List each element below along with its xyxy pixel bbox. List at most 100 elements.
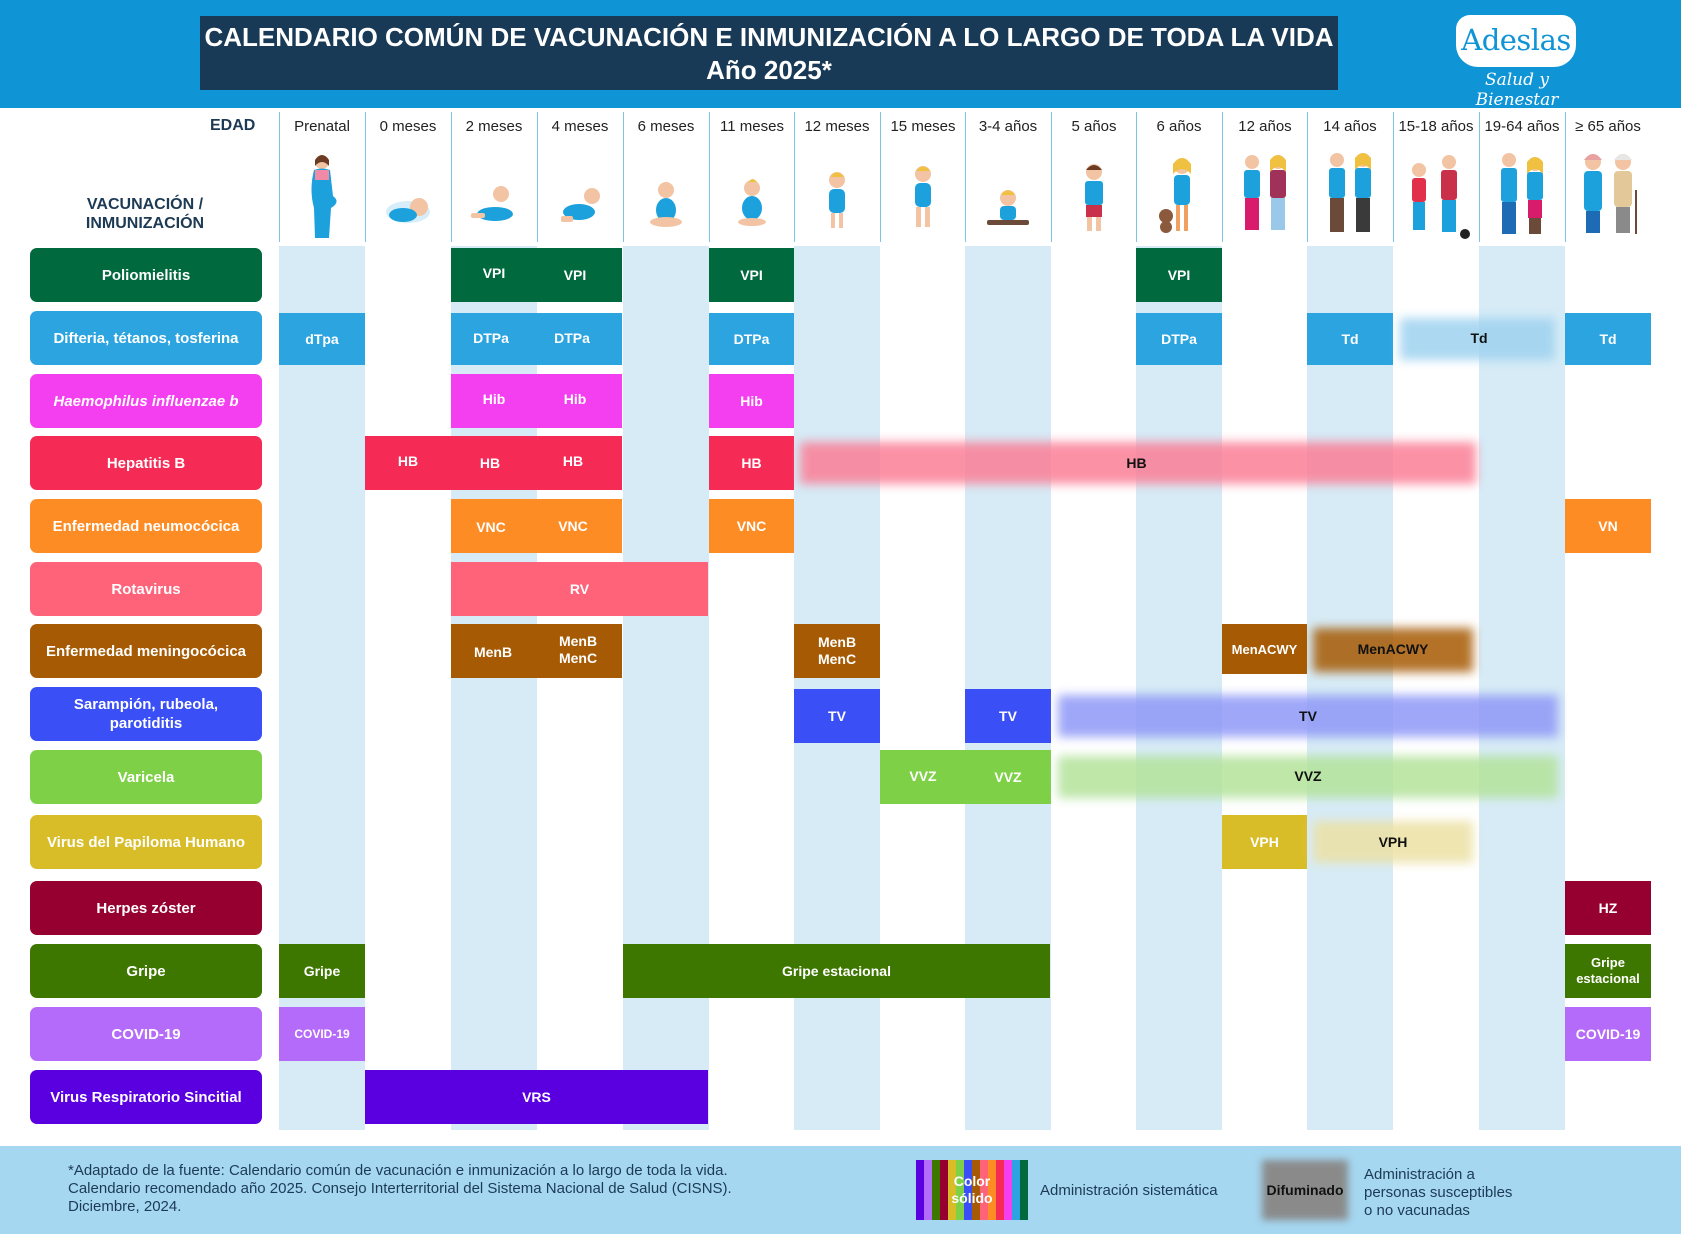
schedule-cell <box>451 248 622 302</box>
column-stripe <box>1479 246 1565 1130</box>
legend-solid-description: Administración sistemática <box>1040 1182 1218 1199</box>
schedule-cell: Gripe estacional <box>1565 944 1651 998</box>
vaccine-label-varicela: Varicela <box>30 750 262 804</box>
schedule-cell: DTPa <box>1136 313 1222 365</box>
age-14-anos: 14 años <box>1323 118 1377 135</box>
schedule-cell-label: VPI <box>563 266 587 283</box>
schedule-cell: RV <box>451 562 708 616</box>
schedule-cell: TV <box>965 689 1051 743</box>
child-girl-with-teddy-icon <box>1159 158 1191 233</box>
column-divider <box>965 112 966 242</box>
schedule-cell: VN <box>1565 499 1651 553</box>
schedule-cell-label: HB <box>479 454 501 471</box>
legend-blur-swatch <box>1262 1160 1348 1220</box>
schedule-cell-label: DTPa <box>473 329 509 346</box>
age-12-anos: 12 años <box>1238 118 1292 135</box>
column-divider <box>1051 112 1052 242</box>
schedule-cell-label: MenB <box>473 643 513 660</box>
schedule-cell: VPI <box>1136 248 1222 302</box>
vaccine-label-vph: Virus del Papiloma Humano <box>30 815 262 869</box>
schedule-cell: COVID-19 <box>1565 1007 1651 1061</box>
page-title: CALENDARIO COMÚN DE VACUNACIÓN E INMUNIZ… <box>200 16 1338 90</box>
preteens-icon <box>1244 155 1286 230</box>
footnote-line-1: *Adaptado de la fuente: Calendario común… <box>68 1162 728 1179</box>
legend-solid-swatch <box>916 1160 1028 1220</box>
adeslas-logo: Adeslas <box>1456 15 1576 67</box>
baby-lying-icon <box>471 186 513 221</box>
footnote-line-2: Calendario recomendado año 2025. Consejo… <box>68 1180 732 1197</box>
age-4-meses: 4 meses <box>551 118 609 135</box>
column-divider <box>880 112 881 242</box>
schedule-cell: dTpa <box>279 313 365 365</box>
blurred-cell-label: VVZ <box>1294 768 1322 784</box>
schedule-cell: TV <box>794 689 880 743</box>
schedule-cell <box>451 624 622 678</box>
teenagers-icon <box>1329 153 1371 232</box>
age-11-meses: 11 meses <box>720 118 784 135</box>
child-boy-icon <box>1085 164 1103 231</box>
schedule-cell: HB <box>709 436 794 490</box>
vaccine-label-covid: COVID-19 <box>30 1007 262 1061</box>
vac-heading-line-2: INMUNIZACIÓN <box>85 215 205 232</box>
blurred-cell <box>1313 821 1473 863</box>
schedule-cell-label: DTPa <box>554 329 590 346</box>
vaccine-label-meningococica: Enfermedad meningocócica <box>30 624 262 678</box>
blurred-cell-label: MenACWY <box>1357 641 1429 657</box>
age-2-meses: 2 meses <box>465 118 523 135</box>
age-0-meses: 0 meses <box>379 118 437 135</box>
age-15-meses: 15 meses <box>890 118 956 135</box>
pregnant-woman-icon <box>311 155 337 238</box>
legend-blur-description: Administración a personas susceptibles o… <box>1364 1166 1512 1220</box>
blurred-cell <box>1058 695 1558 737</box>
vaccine-label-hib: Haemophilus influenzae b <box>30 374 262 428</box>
schedule-cell: COVID-19 <box>279 1007 365 1061</box>
legend-solid-line-2: sólido <box>951 1190 993 1206</box>
vaccine-label-gripe: Gripe <box>30 944 262 998</box>
column-divider <box>279 112 280 242</box>
column-divider <box>709 112 710 242</box>
baby-kneeling-icon <box>738 179 766 226</box>
baby-crawling-icon <box>561 188 600 222</box>
age-6-meses: 6 meses <box>637 118 695 135</box>
edad-label: EDAD <box>210 117 256 134</box>
schedule-cell: HZ <box>1565 881 1651 935</box>
column-divider <box>1479 112 1480 242</box>
schedule-cell <box>451 499 622 553</box>
schedule-cell: Gripe <box>279 944 365 998</box>
baby-sitting-icon <box>650 182 682 227</box>
legend-blur-line-2: personas susceptibles <box>1364 1184 1513 1201</box>
blurred-cell-label: TV <box>1299 708 1317 724</box>
blurred-cell <box>800 442 1476 484</box>
schedule-cell <box>880 750 1051 804</box>
source-footnote: *Adaptado de la fuente: Calendario común… <box>68 1162 848 1216</box>
schedule-cell: MenB MenC <box>794 624 880 678</box>
young-adults-icon <box>1412 155 1470 239</box>
blurred-cell-label: Td <box>1470 330 1488 346</box>
blurred-cell <box>1313 628 1473 672</box>
column-stripe <box>1136 246 1222 1130</box>
schedule-cell <box>451 313 622 365</box>
age-12-meses: 12 meses <box>804 118 870 135</box>
schedule-cell-label: VNC <box>558 517 588 534</box>
column-divider <box>1307 112 1308 242</box>
footnote-line-3: Diciembre, 2024. <box>68 1198 182 1215</box>
schedule-cell-label: VNC <box>476 518 506 535</box>
column-divider <box>1565 112 1566 242</box>
schedule-cell-label: HB <box>562 452 584 469</box>
age-19-64-anos: 19-64 años <box>1484 118 1560 135</box>
age-5-anos: 5 años <box>1071 118 1117 135</box>
vaccine-label-rotavirus: Rotavirus <box>30 562 262 616</box>
schedule-cell: VPI <box>709 248 794 302</box>
schedule-cell-label: VPI <box>482 264 506 281</box>
age-15-18-anos: 15-18 años <box>1398 118 1474 135</box>
schedule-cell: Gripe estacional <box>623 944 1050 998</box>
blurred-cell <box>1058 756 1558 798</box>
schedule-cell: VRS <box>365 1070 708 1124</box>
schedule-cell-label: HB <box>397 452 419 469</box>
column-divider <box>1393 112 1394 242</box>
age-3-4-anos: 3-4 años <box>978 118 1038 135</box>
column-divider <box>1222 112 1223 242</box>
gripe-text: Gripe <box>1591 955 1625 970</box>
blurred-cell-label: VPH <box>1378 834 1408 850</box>
